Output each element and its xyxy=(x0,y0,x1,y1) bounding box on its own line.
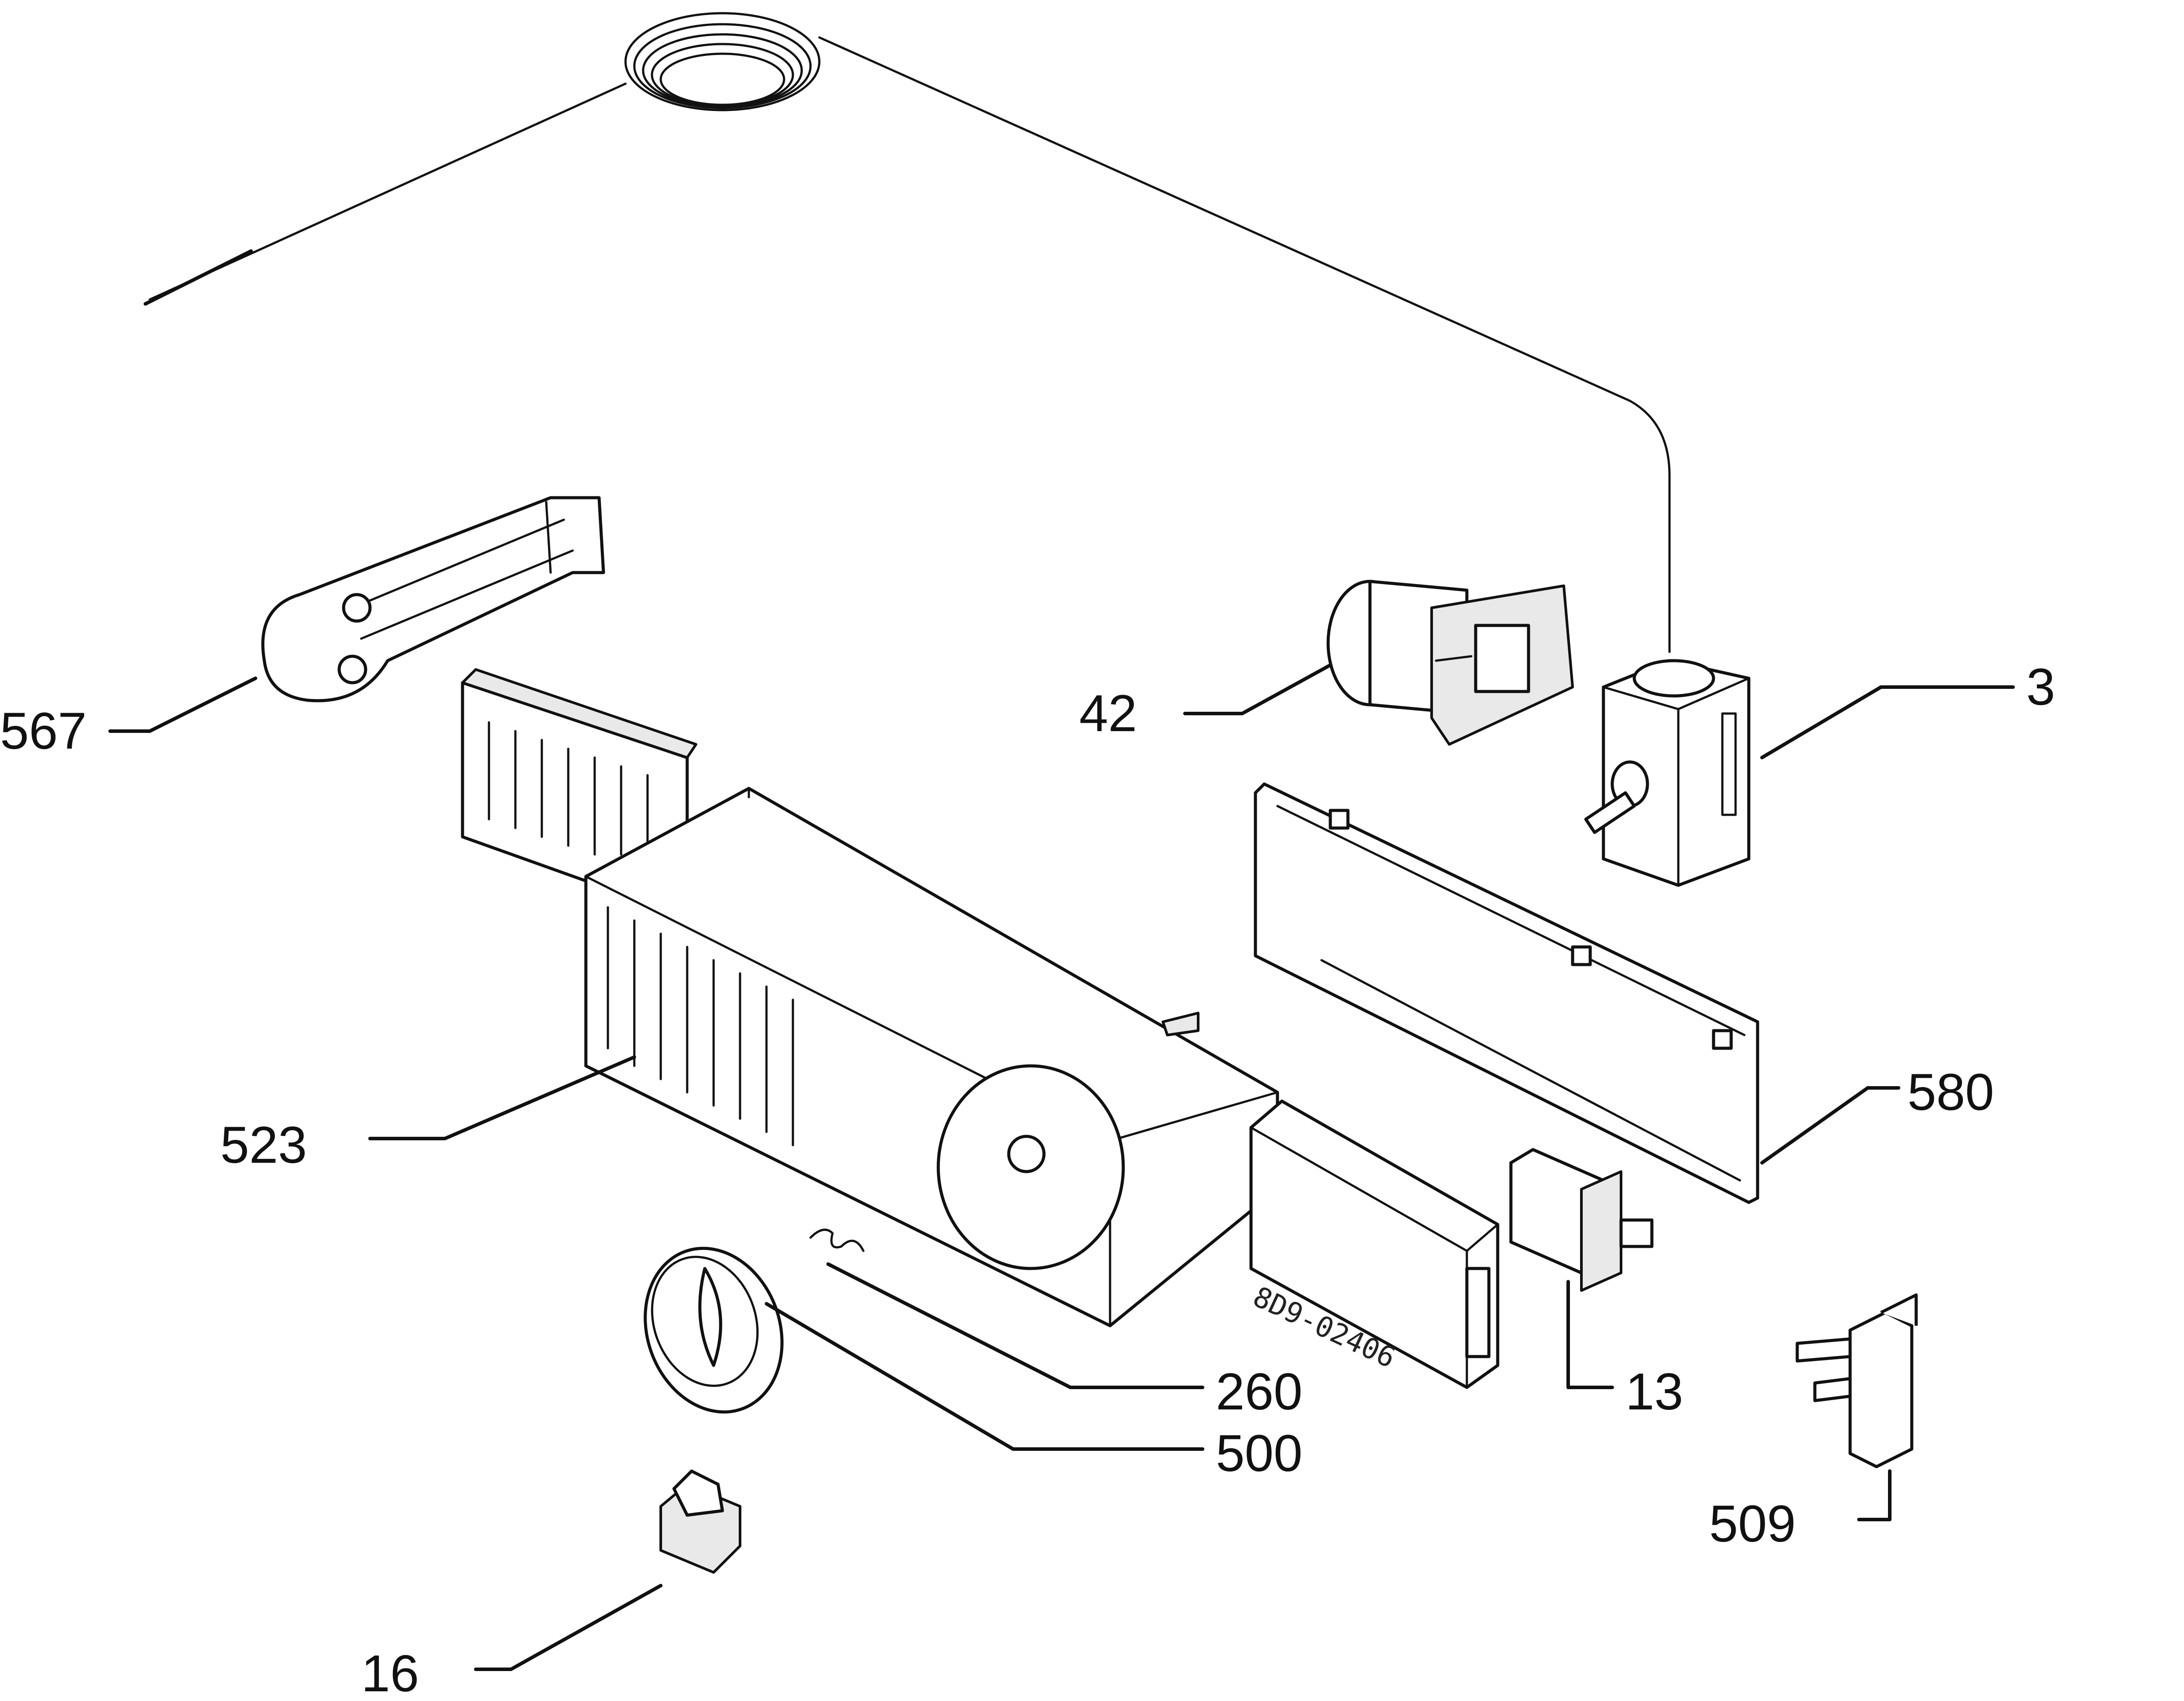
part-3-thermostat xyxy=(1584,659,1751,887)
label-260: 260 xyxy=(1216,1363,1303,1421)
leader-lines xyxy=(108,663,2015,1671)
part-42-lamp-holder xyxy=(1326,580,1574,746)
label-13: 13 xyxy=(1625,1363,1683,1421)
label-16: 16 xyxy=(361,1645,419,1701)
label-500: 500 xyxy=(1216,1424,1303,1483)
part-580-circuit-board xyxy=(1254,782,1759,1204)
part-260-clip xyxy=(809,1228,865,1252)
part-500-knob xyxy=(644,1246,784,1414)
part-567-lever-bracket xyxy=(261,496,605,703)
label-3: 3 xyxy=(2026,658,2055,716)
part-509-hinge-pin xyxy=(1795,1293,1918,1468)
label-509: 509 xyxy=(1709,1495,1796,1553)
part-13-switch xyxy=(1509,1148,1654,1292)
capillary-tube xyxy=(144,12,1671,653)
label-523: 523 xyxy=(220,1116,307,1174)
label-580: 580 xyxy=(1907,1063,1994,1121)
label-567: 567 xyxy=(0,702,87,760)
part-16-small-switch xyxy=(659,1469,741,1574)
part-523-control-housing xyxy=(461,668,1279,1328)
electronic-module-block xyxy=(1249,1099,1499,1389)
label-42: 42 xyxy=(1079,684,1137,743)
